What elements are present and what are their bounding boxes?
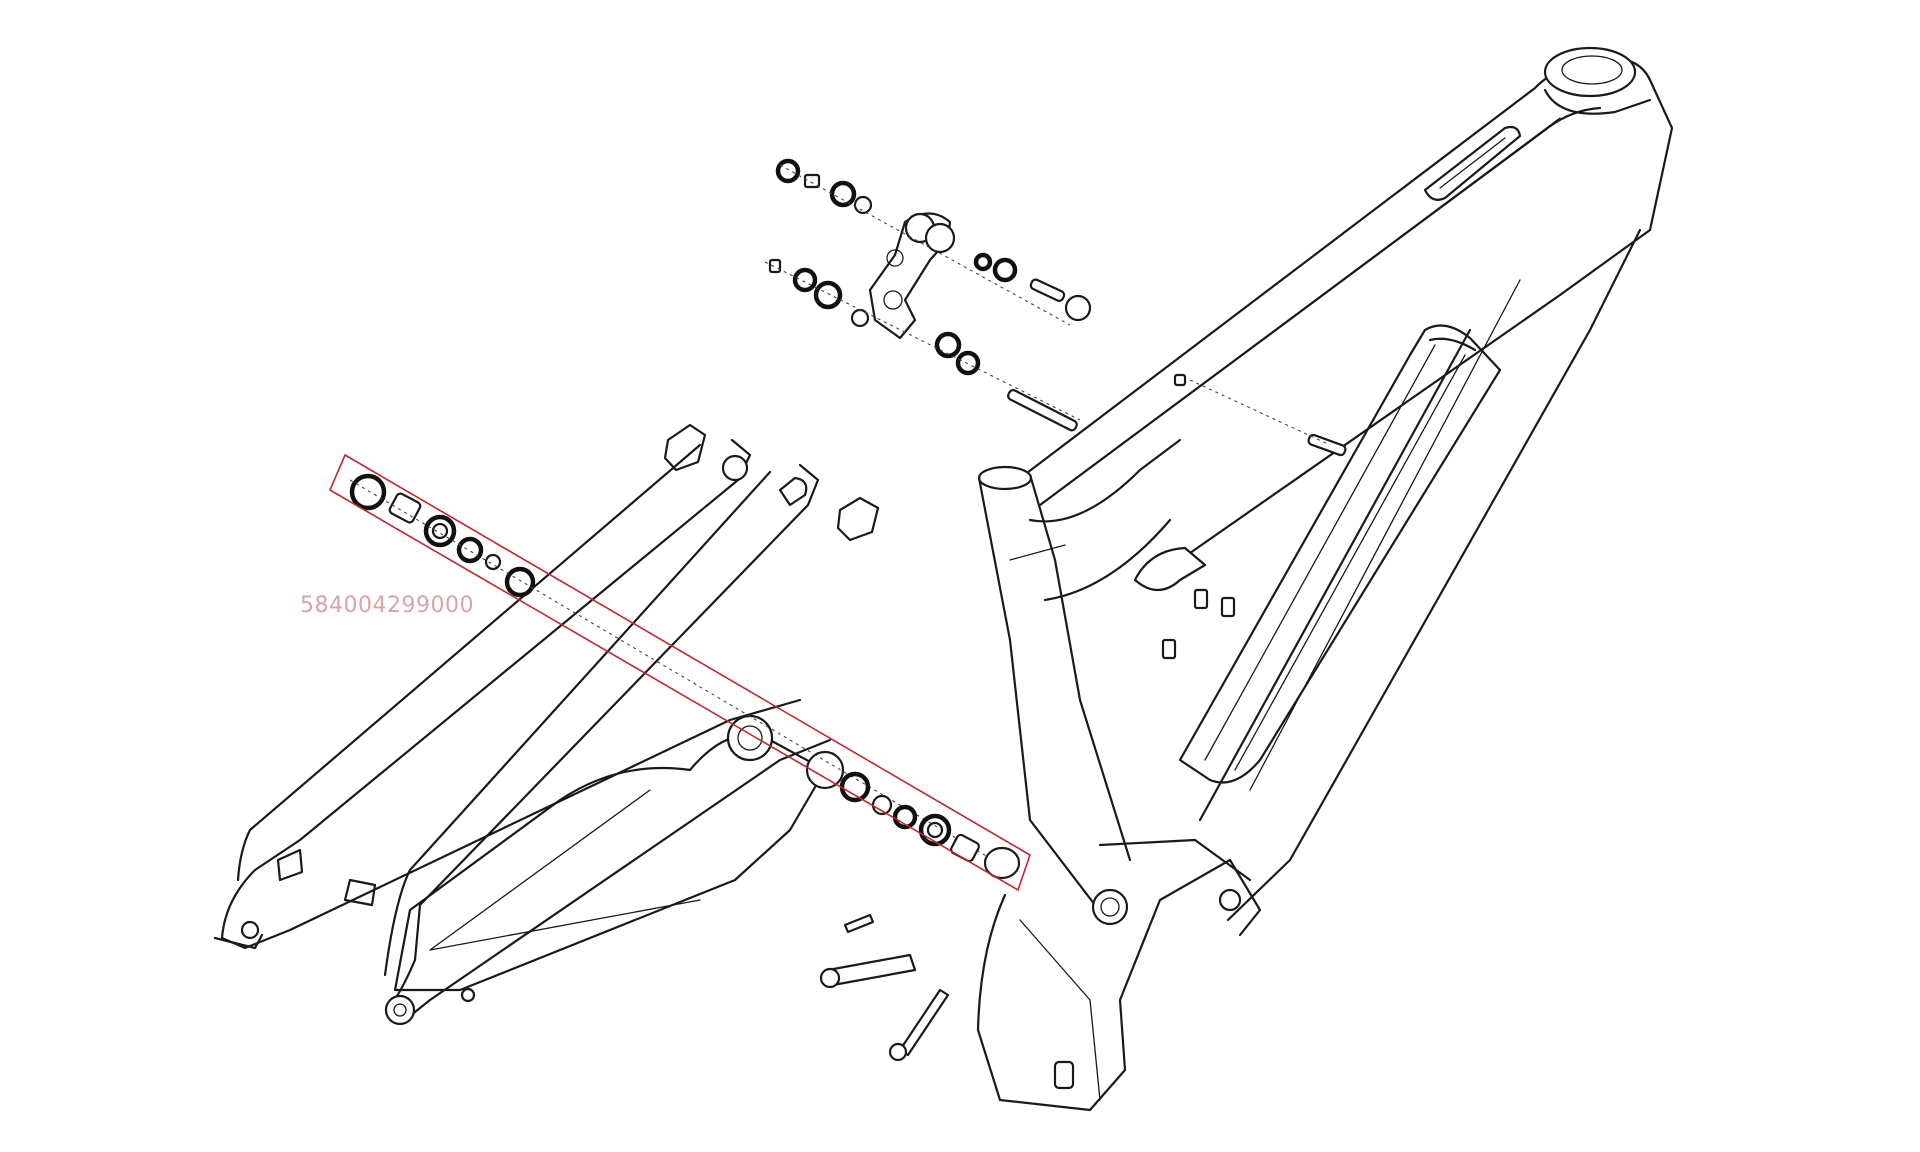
seatstay (383, 463, 832, 1026)
rocker-link (868, 212, 956, 340)
cable-port (1423, 125, 1522, 201)
pivot-hardware-kit (349, 473, 1021, 880)
battery-cover (1178, 324, 1502, 784)
mount-bolts (1133, 546, 1236, 660)
chainstay (213, 438, 802, 950)
callout-highlight-box (328, 453, 1031, 892)
seat-tube (977, 465, 1132, 907)
axle-bolts (819, 913, 950, 1062)
dropout-insert-left (663, 423, 707, 472)
head-tube (1543, 46, 1652, 115)
main-frame (976, 46, 1674, 1112)
part-number-label: 584004299000 (300, 593, 474, 618)
motor-mount (976, 838, 1262, 1112)
rocker-hardware-upper (775, 158, 1092, 326)
lower-link (393, 714, 845, 992)
rocker-hardware-lower (764, 258, 1347, 457)
dropout-insert-right (836, 496, 880, 542)
